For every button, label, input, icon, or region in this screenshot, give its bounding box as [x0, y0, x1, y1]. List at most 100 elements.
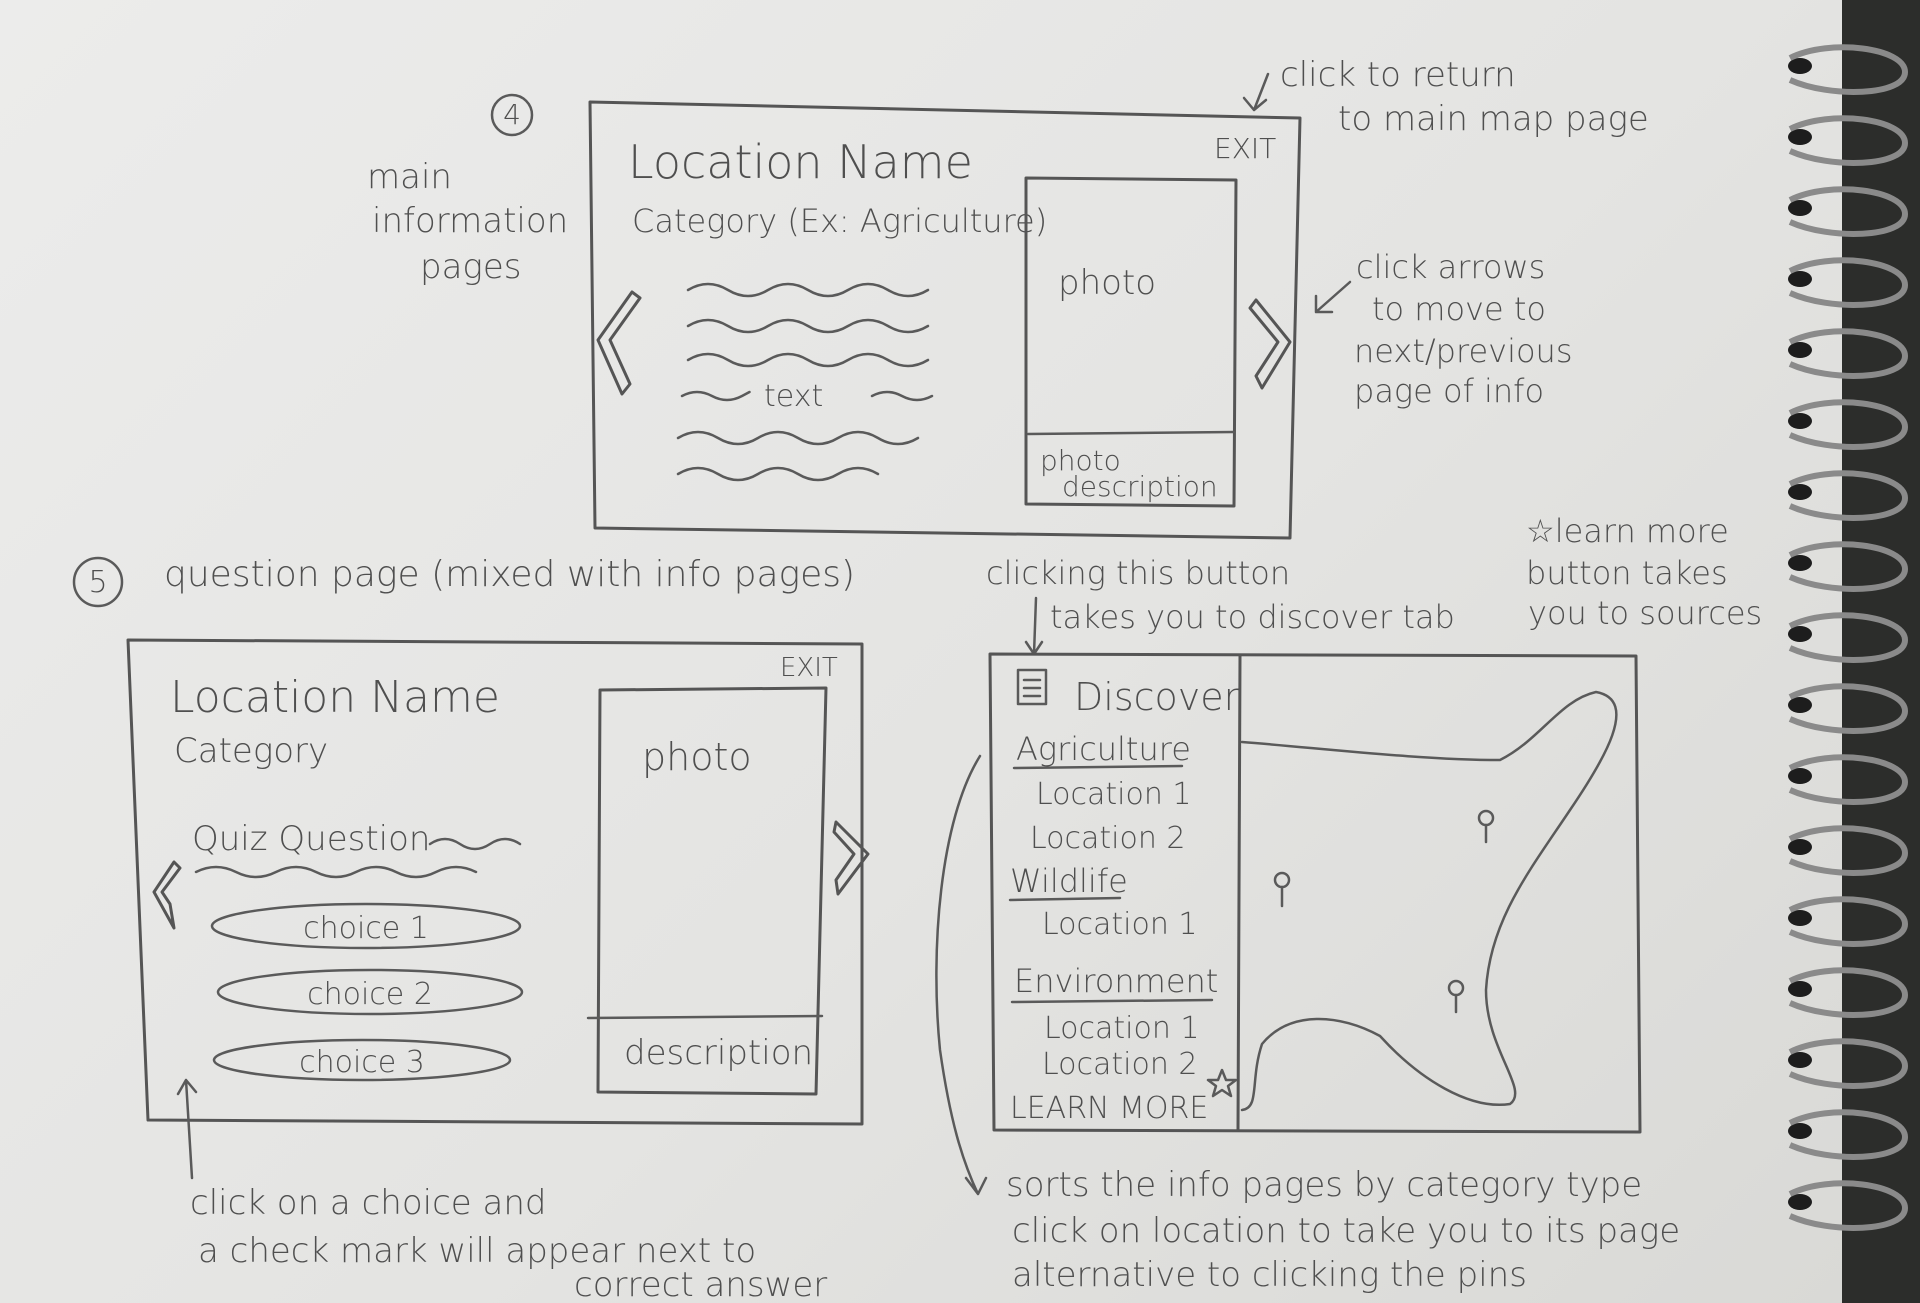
- binding-hole: [1788, 413, 1812, 429]
- category-wildlife: Wildlife: [1010, 862, 1128, 900]
- sketch-discover-tab: clicking this button takes you to discov…: [935, 512, 1762, 1295]
- question-photo-divider: [586, 1014, 824, 1020]
- text-squiggle-2: [686, 318, 930, 334]
- text-squiggle-3: [686, 352, 930, 368]
- question-exit-button[interactable]: EXIT: [780, 653, 838, 683]
- note-sort-arrow: [935, 754, 988, 1196]
- question-category: Category: [174, 731, 328, 771]
- choice-button-2[interactable]: choice 2: [216, 968, 524, 1016]
- sketch-4-number: 4: [503, 98, 521, 131]
- side-label-line-3: pages: [420, 247, 521, 287]
- side-label-line-1: main: [367, 157, 452, 197]
- binding-ring: [1788, 115, 1909, 166]
- note-arrows-line-1: click arrows: [1356, 248, 1545, 286]
- binding-ring: [1788, 754, 1909, 805]
- next-arrow[interactable]: [1248, 298, 1292, 390]
- map-pin-1[interactable]: [1273, 871, 1291, 908]
- quiz-squiggle-1: [428, 837, 522, 851]
- binding-hole: [1788, 1194, 1812, 1210]
- binding-ring: [1788, 1038, 1909, 1089]
- text-squiggle-4a: [680, 390, 751, 402]
- binding-hole: [1788, 1123, 1812, 1139]
- binding-ring: [1788, 44, 1909, 95]
- wildlife-location-1[interactable]: Location 1: [1042, 907, 1198, 942]
- note-arrows-line-2: to move to: [1372, 290, 1546, 328]
- agriculture-location-1[interactable]: Location 1: [1036, 777, 1192, 812]
- question-location-name: Location Name: [170, 672, 500, 723]
- note-choice-arrow: [176, 1078, 198, 1180]
- note-arrows-line-3: next/previous: [1354, 332, 1572, 370]
- category-agriculture: Agriculture: [1016, 730, 1191, 768]
- question-previous-arrow[interactable]: [152, 860, 182, 930]
- sketch-5-question-page: 5 question page (mixed with info pages) …: [72, 554, 870, 1303]
- question-next-arrow[interactable]: [832, 820, 870, 896]
- note-sort-line-3: alternative to clicking the pins: [1012, 1255, 1527, 1295]
- environment-location-1[interactable]: Location 1: [1044, 1011, 1200, 1046]
- photo-divider: [1026, 430, 1236, 436]
- notebook-page: [0, 0, 1842, 1303]
- binding-hole: [1788, 129, 1812, 145]
- side-label-line-2: information: [372, 201, 568, 241]
- note-exit-arrow: [1242, 72, 1270, 112]
- spiral-binding: [1788, 44, 1909, 1231]
- choice-button-3[interactable]: choice 3: [212, 1038, 512, 1082]
- sketch-4-info-page: 4 main information pages Location Name C…: [367, 55, 1649, 540]
- binding-ring: [1788, 825, 1909, 876]
- text-squiggle-5: [676, 430, 920, 446]
- binding-ring: [1788, 470, 1909, 521]
- discover-sidebar-divider: [1236, 654, 1242, 1132]
- question-description: description: [624, 1033, 813, 1073]
- quiz-question: Quiz Question: [192, 819, 430, 859]
- map-outline: [1240, 690, 1618, 1112]
- note-exit-line-2: to main map page: [1338, 99, 1649, 139]
- discover-frame: [988, 652, 1642, 1134]
- agriculture-location-2[interactable]: Location 2: [1030, 821, 1186, 856]
- sketch-4-number-circle: [490, 93, 534, 137]
- binding-hole: [1788, 555, 1812, 571]
- note-learn-line-2: button takes: [1526, 554, 1728, 592]
- binding-ring: [1788, 1180, 1909, 1231]
- note-sort-line-1: sorts the info pages by category type: [1006, 1165, 1642, 1205]
- sketch-5-number-circle: [72, 556, 124, 608]
- binding-hole: [1788, 697, 1812, 713]
- binding-hole: [1788, 910, 1812, 926]
- binding-hole: [1788, 342, 1812, 358]
- info-page-frame: [588, 100, 1302, 540]
- question-page-heading: question page (mixed with info pages): [164, 554, 855, 595]
- binding-hole: [1788, 58, 1812, 74]
- document-icon: [1016, 668, 1048, 706]
- text-squiggle-4b: [870, 390, 934, 402]
- question-photo-label: photo: [642, 735, 752, 779]
- info-exit-button[interactable]: EXIT: [1214, 132, 1276, 165]
- choice-button-1[interactable]: choice 1: [210, 902, 522, 950]
- choice-2-label: choice 2: [307, 977, 433, 1012]
- note-exit-line-1: click to return: [1280, 55, 1516, 95]
- binding-hole: [1788, 626, 1812, 642]
- star-icon: [1206, 1068, 1238, 1098]
- info-category: Category (Ex: Agriculture): [632, 202, 1047, 240]
- binding-hole: [1788, 1052, 1812, 1068]
- map-pin-3[interactable]: [1447, 979, 1465, 1014]
- note-button-line-1: clicking this button: [986, 554, 1290, 592]
- note-button-line-2: takes you to discover tab: [1050, 598, 1455, 636]
- quiz-squiggle-2: [194, 865, 478, 879]
- learn-more-button[interactable]: LEARN MORE: [1010, 1091, 1208, 1126]
- note-arrows-arrow: [1314, 280, 1352, 314]
- photo-description-line-1: photo: [1040, 444, 1121, 477]
- previous-arrow[interactable]: [596, 290, 642, 396]
- binding-ring: [1788, 896, 1909, 947]
- note-choice-line-1: click on a choice and: [190, 1183, 546, 1223]
- map-pin-2[interactable]: [1477, 809, 1495, 844]
- binding-hole: [1788, 271, 1812, 287]
- environment-location-2[interactable]: Location 2: [1042, 1047, 1198, 1082]
- environment-underline: [1010, 998, 1214, 1004]
- binding-ring: [1788, 967, 1909, 1018]
- note-learn-line-3: you to sources: [1528, 594, 1762, 632]
- choice-3-label: choice 3: [299, 1045, 425, 1080]
- discover-title: Discover: [1074, 675, 1240, 719]
- note-sort-line-2: click on location to take you to its pag…: [1012, 1211, 1680, 1251]
- agriculture-underline: [1012, 764, 1184, 770]
- binding-ring: [1788, 541, 1909, 592]
- discover-button[interactable]: Discover: [1016, 668, 1240, 719]
